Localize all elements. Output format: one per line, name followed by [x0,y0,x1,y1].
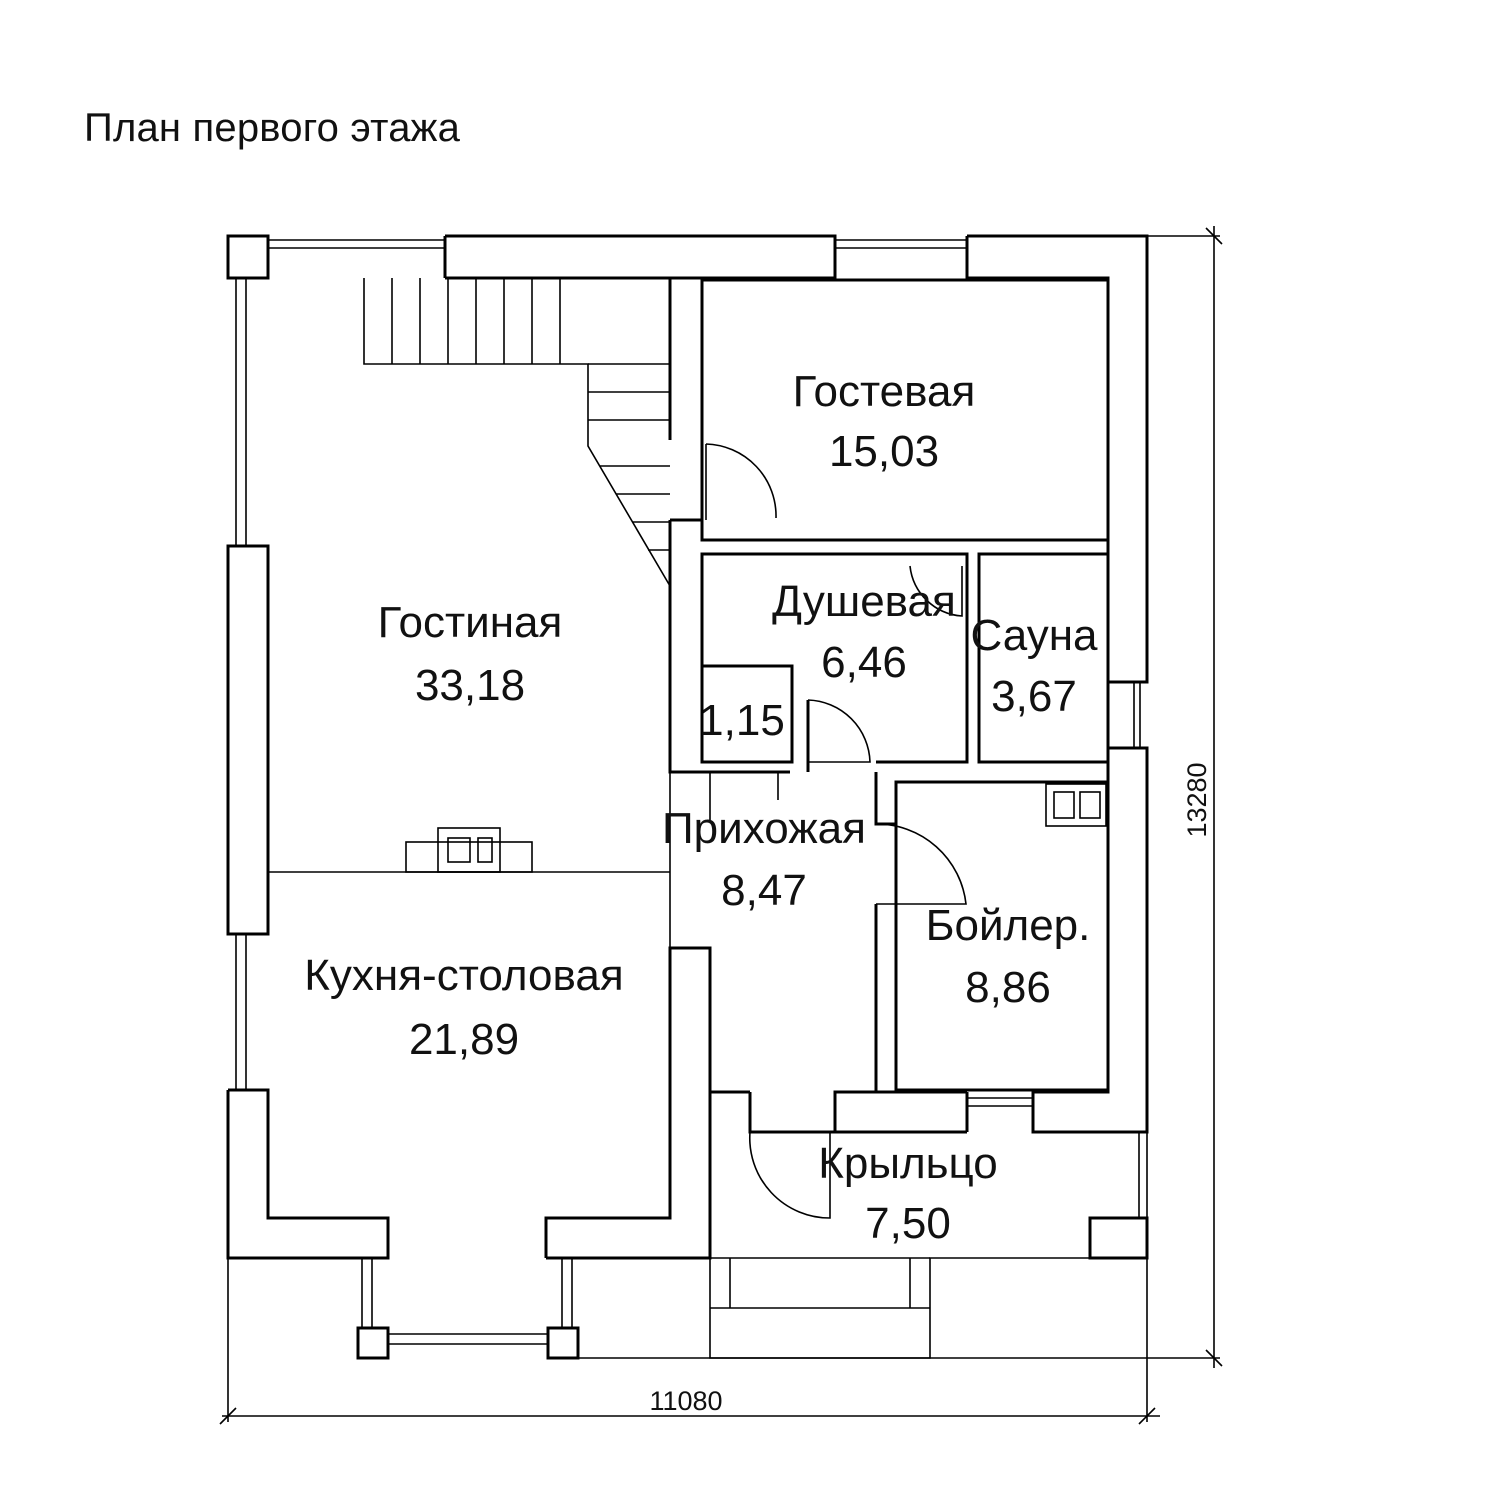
room-name-krylco: Крыльцо [818,1139,998,1188]
room-area-krylco: 7,50 [865,1199,951,1248]
wall-right-lower [1031,746,1149,1134]
porch-post [1088,1216,1149,1260]
doors [705,443,967,1219]
outer-walls [226,234,1149,1360]
room-area-gostinaya: 33,18 [415,661,525,710]
room-name-gostevaya: Гостевая [793,367,976,416]
dimension-width: 11080 [649,1386,722,1416]
bay-pier-left [356,1326,390,1360]
wall-sauna [977,552,1110,764]
room-area-gostevaya: 15,03 [829,427,939,476]
wall-boiler-top [874,772,1108,826]
room-name-prihozhaya: Прихожая [662,804,866,853]
bay-pier-right [546,1326,580,1360]
room-labels: Гостевая 15,03 Гостиная 33,18 Душевая 6,… [304,367,1098,1248]
dimension-height: 13280 [1182,762,1212,837]
room-area-dushevaya: 6,46 [821,638,907,687]
wall-guest-room [700,278,1110,542]
page-title: План первого этажа [84,106,461,150]
room-area-wc: 1,15 [699,696,785,745]
stove [405,827,533,873]
room-name-sauna: Сауна [970,611,1098,660]
room-area-kuhnya: 21,89 [409,1015,519,1064]
wall-entrance [748,1090,967,1134]
boiler-unit [1045,783,1107,827]
wall-boiler [894,780,1110,1092]
wall-wc [700,664,794,764]
windows [235,239,1141,1345]
wall-left-pier [226,544,270,936]
wall-shower [700,552,969,764]
room-name-dushevaya: Душевая [772,577,956,626]
room-area-boiler: 8,86 [965,963,1051,1012]
wall-left-bottom [226,1088,390,1260]
room-area-sauna: 3,67 [991,672,1077,721]
staircase [363,278,671,587]
room-area-prihozhaya: 8,47 [721,866,807,915]
interior-walls [268,278,1110,1094]
corner-pier-top-left [226,234,270,280]
room-name-kuhnya: Кухня-столовая [304,951,623,1000]
dimension-lines [219,226,1223,1425]
wall-top-middle [445,234,837,280]
room-name-boiler: Бойлер. [926,901,1091,950]
room-name-gostinaya: Гостиная [378,598,563,647]
